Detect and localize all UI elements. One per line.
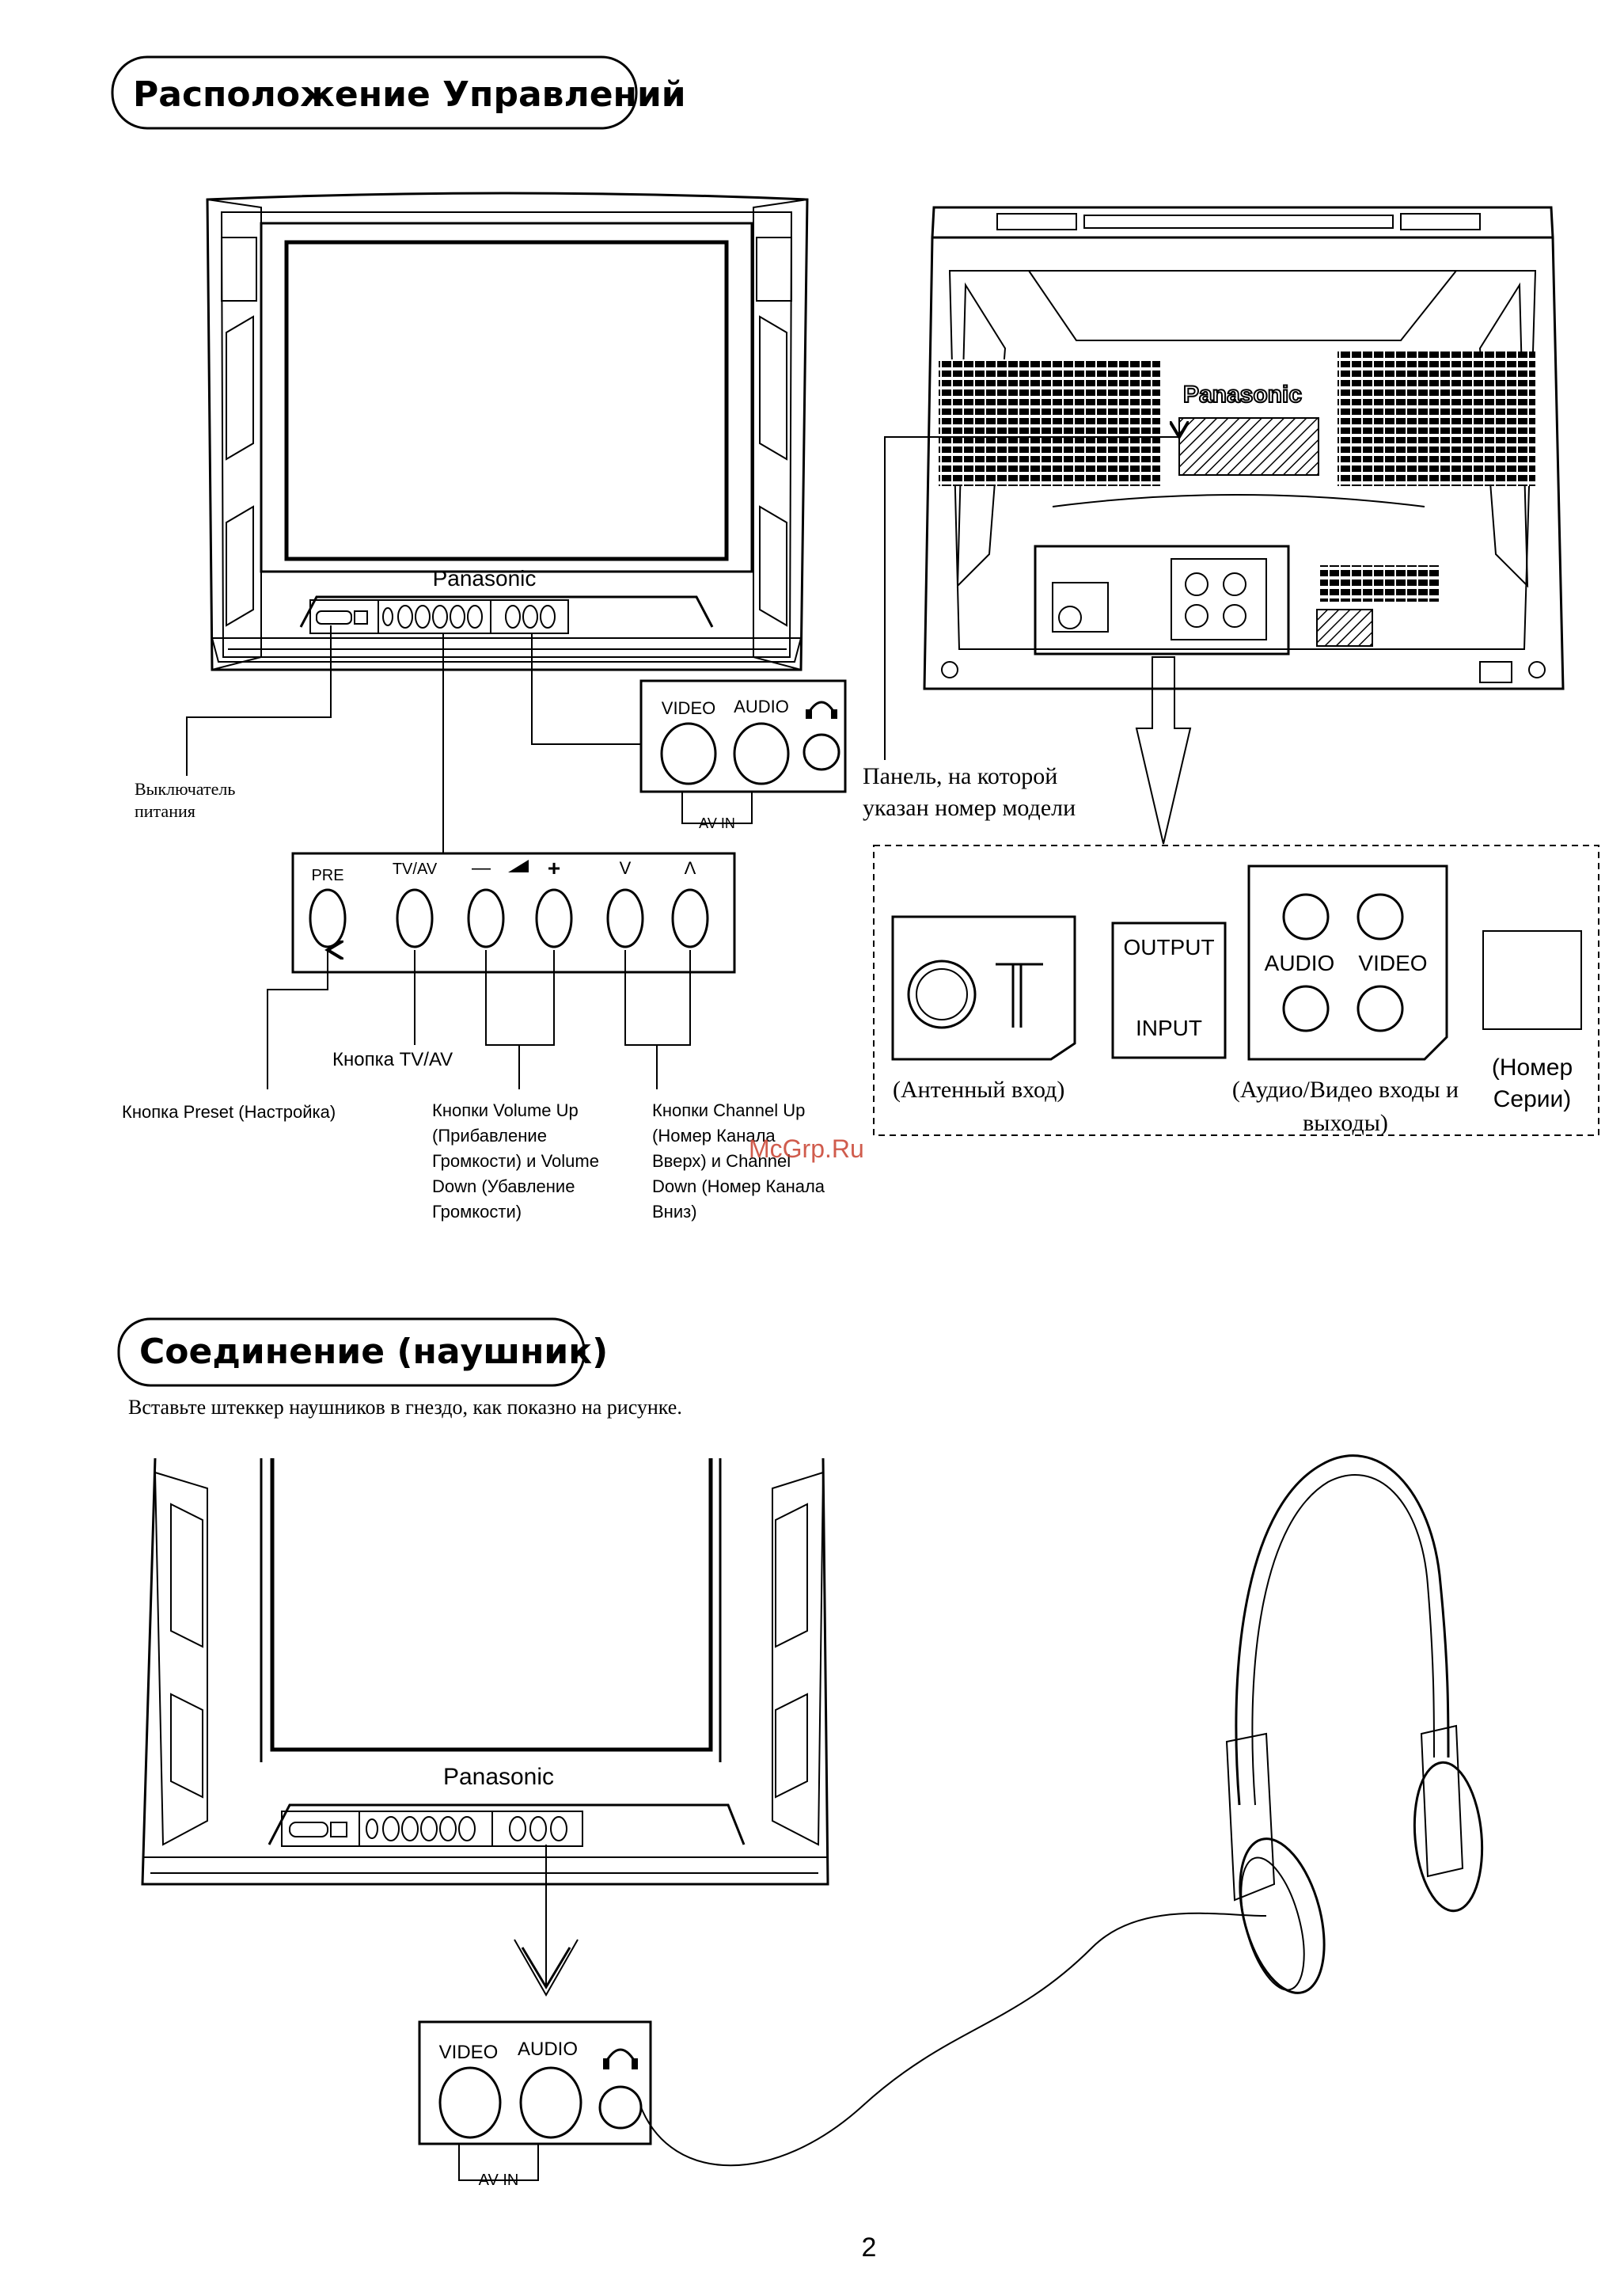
- volume-label-2: (Прибавление: [432, 1126, 547, 1146]
- av2-video-jack: [438, 2066, 502, 2139]
- rear-down-arrow: [1135, 656, 1192, 845]
- headphone-icon: [807, 701, 836, 713]
- rear-callouts: [884, 436, 1192, 845]
- headphone-jack: [803, 733, 840, 771]
- button-panel: PRE TV/AV — + V Λ: [291, 852, 736, 974]
- pre-button: [309, 888, 347, 948]
- av2-audio-jack: [519, 2066, 582, 2139]
- rear-video-label: VIDEO: [1358, 951, 1427, 975]
- rear-tv: Panasonic: [923, 206, 1565, 690]
- rear-vent-left: [939, 359, 1160, 486]
- channel-label-5: Вниз): [652, 1202, 697, 1222]
- av-caption-2: выходы): [1303, 1110, 1388, 1136]
- volume-down-button: [467, 888, 505, 948]
- down-label: V: [620, 858, 632, 878]
- section2-title-box: Соединение (наушник): [117, 1317, 608, 1387]
- channel-up-button: [671, 888, 709, 948]
- tvav-button: [396, 888, 434, 948]
- right-earcup: [1413, 1761, 1484, 1913]
- channel-label-1: Кнопки Channel Up: [652, 1100, 805, 1120]
- volume-icon: [508, 860, 529, 872]
- rear-vent-right: [1338, 352, 1535, 486]
- rear-detail-box: OUTPUT INPUT AUDIO VIDEO (Антенный вход)…: [873, 845, 1599, 1136]
- section1-title-box: Расположение Управлений: [111, 55, 686, 130]
- instruction-text: Вставьте штеккер наушников в гнездо, как…: [128, 1396, 682, 1419]
- audio-jack: [733, 722, 790, 785]
- av2-headphone-icon: [605, 2048, 636, 2062]
- panel-label-2: указан номер модели: [863, 795, 1076, 821]
- front-tv: Panasonic: [206, 192, 809, 671]
- antenna-jack: [907, 960, 977, 1029]
- volume-label-5: Громкости): [432, 1202, 522, 1222]
- av2-av-in-label: AV IN: [479, 2172, 519, 2189]
- volume-label-1: Кнопки Volume Up: [432, 1100, 579, 1120]
- output-input-block: [1111, 922, 1227, 1059]
- pre-label: PRE: [311, 867, 343, 884]
- volume-label-3: Громкости) и Volume: [432, 1151, 599, 1171]
- audio-video-block: [1247, 864, 1448, 1061]
- front-tv-brand: Panasonic: [433, 566, 537, 591]
- antenna-block: [891, 915, 1076, 1061]
- minus-label: —: [472, 857, 491, 879]
- channel-down-button: [606, 888, 644, 948]
- plus-label: +: [548, 856, 560, 880]
- av-caption-1: (Аудио/Видео входы и: [1232, 1077, 1459, 1103]
- front-audio-label: AUDIO: [734, 697, 789, 716]
- rear-audio-label: AUDIO: [1265, 951, 1335, 975]
- section1-title: Расположение Управлений: [133, 74, 686, 115]
- tvav-button-label: Кнопка TV/AV: [332, 1049, 453, 1070]
- up-label: Λ: [685, 858, 696, 878]
- front-av-panel: VIDEO AUDIO AV IN: [639, 679, 847, 831]
- channel-label-2: (Номер Канала: [652, 1126, 776, 1146]
- rear-tv-brand: Panasonic: [1183, 382, 1302, 408]
- input-label: INPUT: [1136, 1016, 1202, 1040]
- left-earcup: [1239, 1837, 1326, 1994]
- serial-caption-2: Серии): [1493, 1086, 1572, 1112]
- channel-label-4: Down (Номер Канала: [652, 1176, 825, 1196]
- tvav-label: TV/AV: [393, 861, 438, 878]
- serial-caption-1: (Номер: [1492, 1054, 1573, 1081]
- front-video-label: VIDEO: [662, 698, 715, 718]
- page-number: 2: [862, 2232, 877, 2263]
- volume-up-button: [535, 888, 573, 948]
- video-jack: [660, 722, 717, 785]
- preset-button-label: Кнопка Preset (Настройка): [122, 1102, 336, 1122]
- volume-label-4: Down (Убавление: [432, 1176, 575, 1196]
- front-callouts: [186, 625, 691, 1089]
- panel-label-1: Панель, на которой: [863, 763, 1057, 789]
- av2-audio-label: AUDIO: [518, 2039, 578, 2060]
- power-label-1: Выключатель: [135, 779, 235, 799]
- serial-number-block: [1482, 930, 1582, 1030]
- section2-title: Соединение (наушник): [139, 1332, 608, 1372]
- headphone-cable: [640, 1912, 1267, 2167]
- antenna-caption: (Антенный вход): [893, 1077, 1064, 1103]
- channel-label-3: Вверх) и Channel: [652, 1151, 791, 1171]
- av2-video-label: VIDEO: [439, 2042, 499, 2063]
- model-plate: [1178, 417, 1319, 476]
- tv2: Panasonic: [141, 1457, 829, 1886]
- av2-headphone-jack: [598, 2085, 643, 2130]
- output-label: OUTPUT: [1123, 935, 1214, 960]
- av-panel-2: VIDEO AUDIO AV IN: [418, 2020, 652, 2189]
- power-label-2: питания: [135, 801, 195, 821]
- watermark: McGrp.Ru: [749, 1134, 864, 1163]
- power-switch: [316, 610, 352, 625]
- front-av-in-label: AV IN: [699, 815, 735, 831]
- headphones: [640, 1454, 1484, 2167]
- tv2-brand: Panasonic: [443, 1764, 554, 1790]
- front-labels: Выключатель питания Кнопка TV/AV Кнопка …: [122, 779, 825, 1222]
- tv2-arrow: [514, 1845, 579, 1997]
